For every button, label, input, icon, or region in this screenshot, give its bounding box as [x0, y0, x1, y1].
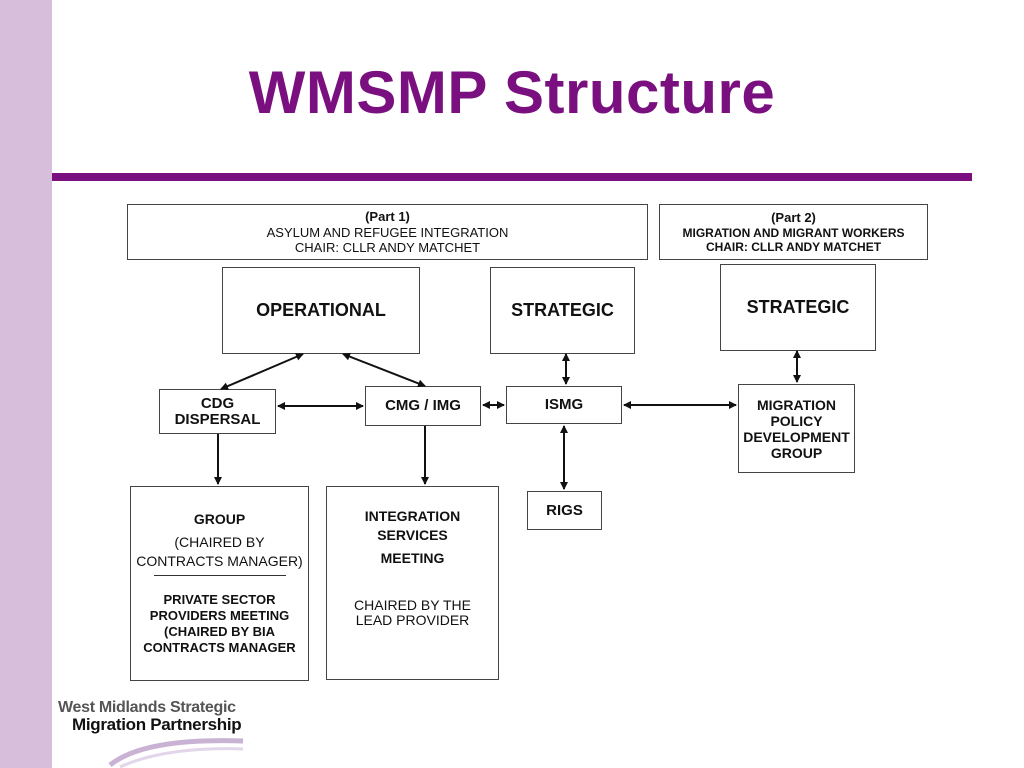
- arrow-operational-cmg: [342, 352, 426, 388]
- footer-line2: Migration Partnership: [72, 715, 242, 734]
- cmg-img-label: CMG / IMG: [385, 397, 461, 414]
- part2-heading: (Part 2): [771, 210, 816, 225]
- strategic-label-part1: STRATEGIC: [511, 300, 614, 320]
- strategic-label-part2: STRATEGIC: [746, 297, 850, 317]
- group-divider: [153, 575, 286, 576]
- cdg-dispersal-box: CDG DISPERSAL: [159, 389, 276, 434]
- private-line1: PRIVATE SECTOR: [163, 592, 276, 607]
- dispersal-label: DISPERSAL: [174, 410, 261, 428]
- part1-line2: CHAIR: CLLR ANDY MATCHET: [294, 240, 481, 255]
- ism-chaired2: LEAD PROVIDER: [355, 612, 470, 628]
- part2-header-box: (Part 2) MIGRATION AND MIGRANT WORKERS C…: [659, 204, 928, 260]
- part2-line2: CHAIR: CLLR ANDY MATCHET: [705, 240, 882, 254]
- part1-heading: (Part 1): [365, 209, 410, 224]
- part2-line1: MIGRATION AND MIGRANT WORKERS: [682, 226, 905, 240]
- cmg-img-box: CMG / IMG: [365, 386, 481, 426]
- ismg-box: ISMG: [506, 386, 622, 424]
- ism-line1: INTEGRATION: [364, 508, 461, 524]
- ism-line3: MEETING: [380, 550, 445, 566]
- arrow-operational-cdg: [220, 353, 304, 390]
- group-title: GROUP: [193, 511, 246, 527]
- mpdg-line1: MIGRATION: [756, 396, 837, 413]
- integration-services-box: INTEGRATION SERVICES MEETING CHAIRED BY …: [326, 486, 499, 680]
- ism-chaired1: CHAIRED BY THE: [354, 597, 471, 613]
- cdg-label: CDG: [200, 394, 235, 412]
- part1-header-box: (Part 1) ASYLUM AND REFUGEE INTEGRATION …: [127, 204, 648, 260]
- private-line3: (CHAIRED BY BIA: [164, 624, 275, 639]
- private-line2: PROVIDERS MEETING: [149, 608, 290, 623]
- rigs-box: RIGS: [527, 491, 602, 530]
- migration-policy-box: MIGRATION POLICY DEVELOPMENT GROUP: [738, 384, 855, 473]
- mpdg-line2: POLICY: [770, 412, 823, 429]
- operational-box: OPERATIONAL: [222, 267, 420, 354]
- rigs-label: RIGS: [546, 501, 583, 519]
- mpdg-line3: DEVELOPMENT: [743, 428, 850, 445]
- footer-line1: West Midlands Strategic: [58, 699, 236, 716]
- group-box: GROUP (CHAIRED BY CONTRACTS MANAGER) PRI…: [130, 486, 309, 681]
- operational-label: OPERATIONAL: [256, 300, 386, 320]
- group-chaired1: (CHAIRED BY: [174, 534, 265, 550]
- private-line4: CONTRACTS MANAGER: [143, 640, 296, 655]
- sidebar-strip: [0, 0, 52, 768]
- ism-line2: SERVICES: [377, 527, 448, 543]
- ismg-label: ISMG: [544, 396, 584, 413]
- part1-line1: ASYLUM AND REFUGEE INTEGRATION: [266, 225, 509, 240]
- title-divider: [52, 173, 972, 181]
- page-title: WMSMP Structure: [248, 59, 776, 126]
- logo-swoosh-icon: [108, 738, 244, 768]
- strategic-box-part1: STRATEGIC: [490, 267, 635, 354]
- group-chaired2: CONTRACTS MANAGER): [136, 553, 303, 569]
- mpdg-line4: GROUP: [770, 444, 823, 461]
